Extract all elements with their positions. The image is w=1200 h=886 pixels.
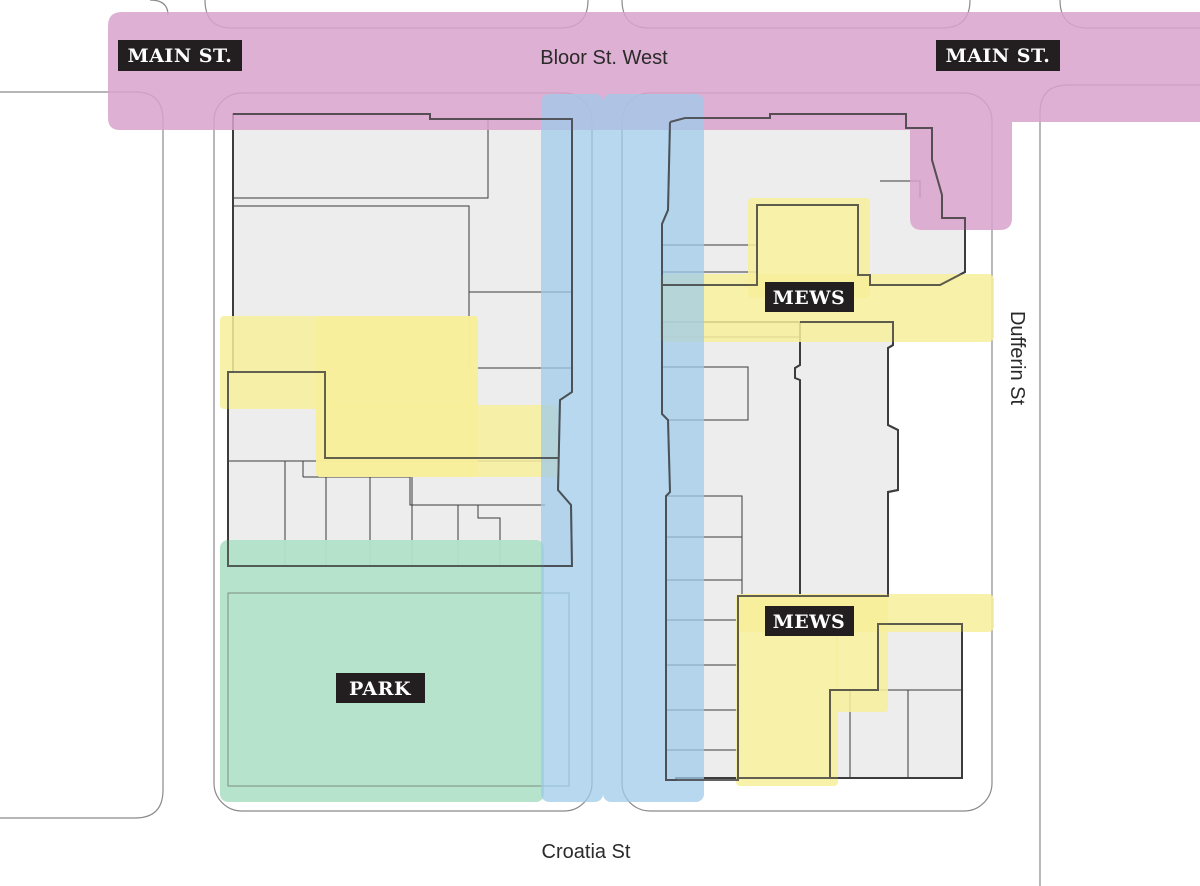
badge-main-street-left-bg [118,40,242,71]
badge-mews-south-text: MEWS [773,611,846,633]
block-outline-west [0,91,164,819]
badge-mews-north: MEWS [765,282,854,312]
badge-main-street-right: MAIN ST. [936,40,1060,71]
badge-mews-north-bg [765,282,854,312]
badge-mews-south-bg [765,606,854,636]
park-overlay [220,540,570,802]
badge-main-street-left: MAIN ST. [118,40,242,71]
laneway-overlay [541,94,704,802]
badge-park-text: PARK [349,678,412,700]
mews-west-zone-upper-link [316,316,478,477]
park-zone [220,540,544,802]
badge-park-bg [336,673,425,703]
badge-park: PARK [336,673,425,703]
mews-south-zone-down [736,594,838,786]
laneway-east [603,94,704,802]
mews-north-zone-top [748,198,870,298]
laneway-west [541,94,603,802]
west-building-outline-top [227,113,574,567]
street-label-bloor: Bloor St. West [540,47,668,69]
building-outlines-top [227,113,966,781]
badge-mews-north-text: MEWS [773,287,846,309]
building-east-mid [794,321,899,597]
badge-main-street-right-bg [936,40,1060,71]
street-label-croatia: Croatia St [542,841,631,863]
badge-main-street-right-text: MAIN ST. [946,45,1051,67]
badge-mews-south: MEWS [765,606,854,636]
block-outline-east [1039,84,1200,886]
badge-main-street-left-text: MAIN ST. [128,45,233,67]
east-building-outline-top [661,113,966,781]
street-label-dufferin: Dufferin St [1006,311,1028,406]
